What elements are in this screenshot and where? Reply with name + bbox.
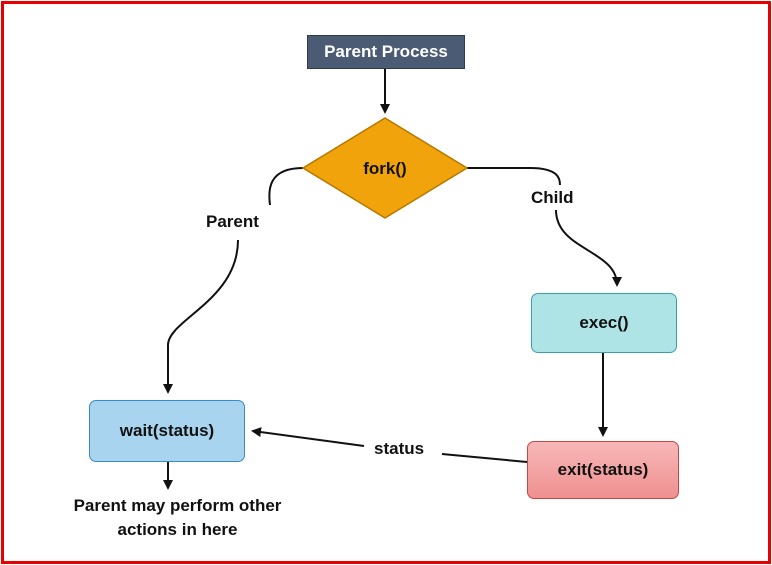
parent-process-node: Parent Process (307, 35, 465, 69)
exit-node: exit(status) (527, 441, 679, 499)
wait-node: wait(status) (89, 400, 245, 462)
fork-label: fork() (363, 159, 406, 178)
exec-node: exec() (531, 293, 677, 353)
parent-note-line1: Parent may perform other (73, 496, 282, 515)
parent-note: Parent may perform other actions in here (40, 494, 315, 542)
edge-label-parent: Parent (203, 212, 262, 232)
parent-note-line2: actions in here (117, 520, 238, 539)
fork-diamond (301, 117, 469, 219)
edge-label-child: Child (528, 188, 577, 208)
edge-label-status: status (371, 439, 428, 459)
edge-exit-to-wait-right (441, 453, 528, 463)
edge-fork-to-exec (467, 167, 617, 285)
edge-fork-to-wait (168, 167, 304, 392)
edge-exit-to-wait-left (251, 427, 365, 447)
